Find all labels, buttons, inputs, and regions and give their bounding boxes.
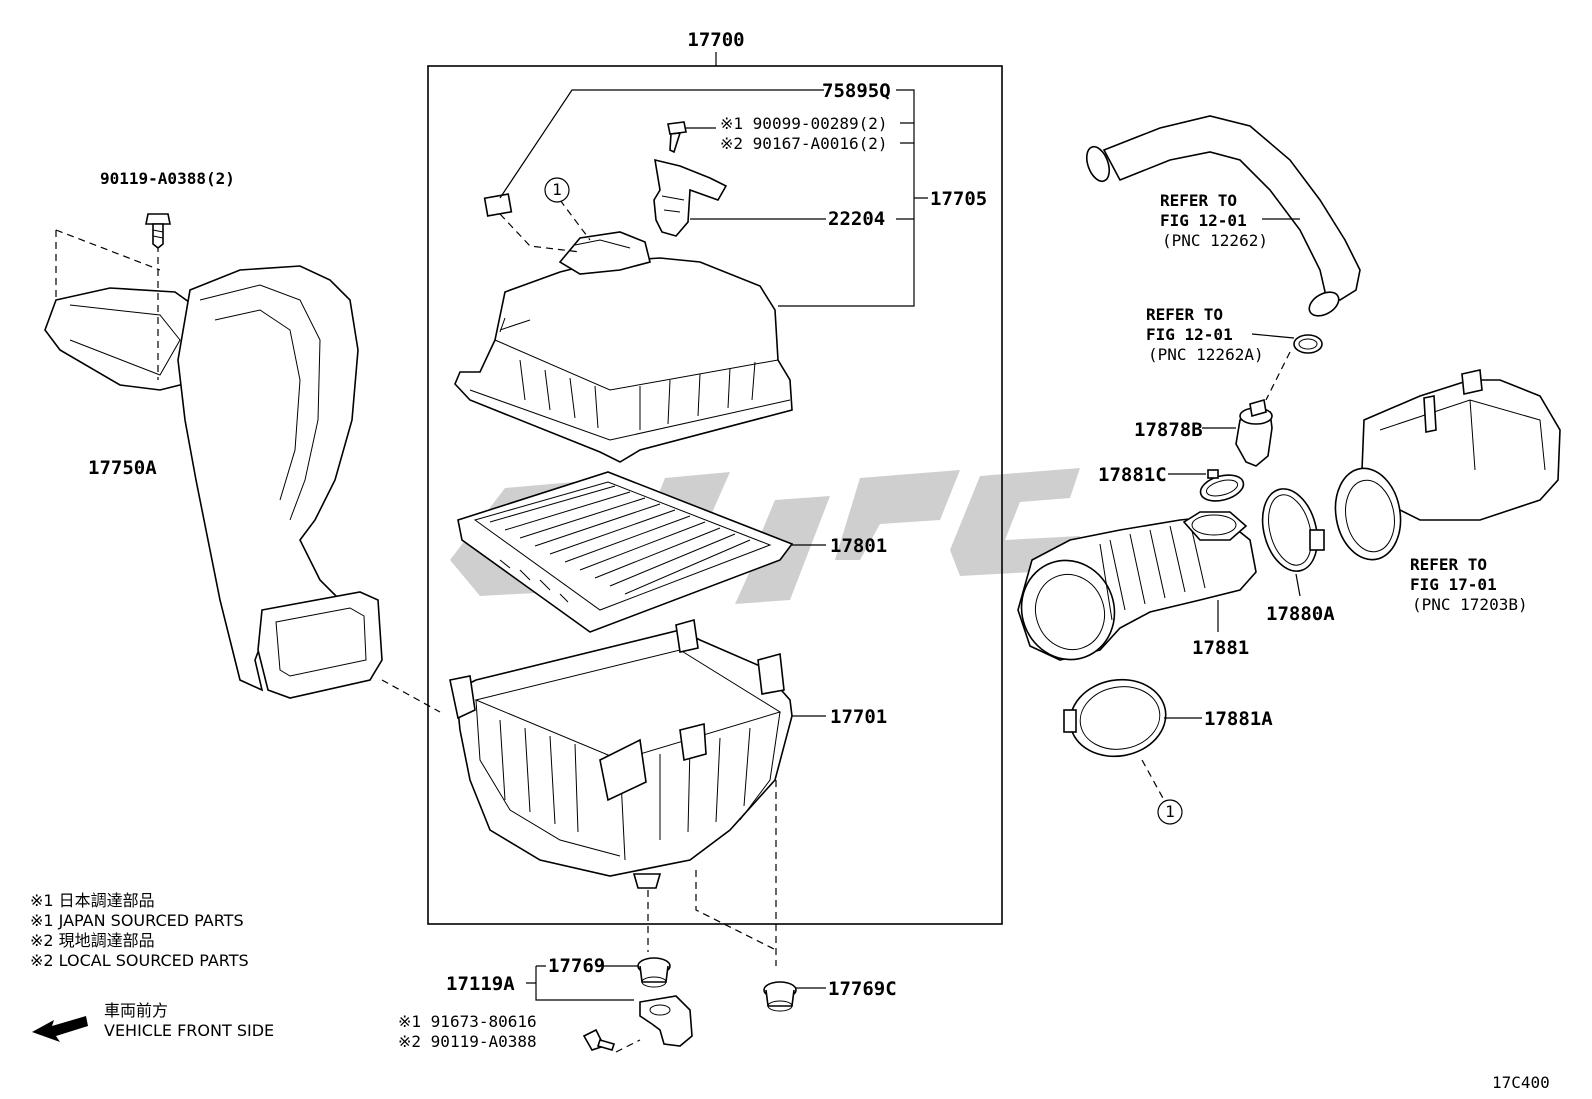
- assembly-box: [427, 65, 1003, 925]
- inlet-duct-17750a: [44, 265, 383, 699]
- leader-ref-12262a: [1251, 333, 1295, 339]
- dash-bolt-bracket: [615, 1039, 641, 1053]
- label-17705: 17705: [930, 188, 987, 210]
- label-bolt-bottom-2: ※2 90119-A0388: [398, 1032, 537, 1051]
- drain-valve-17769: [637, 957, 671, 988]
- label-ref3-l1: REFER TO: [1410, 555, 1487, 574]
- cap-label-sticker: [483, 193, 513, 217]
- label-ref2-l3: (PNC 12262A): [1148, 345, 1264, 364]
- dash-label-cap: [499, 213, 581, 253]
- diagram-code: 17C400: [1492, 1073, 1550, 1092]
- bolt-bottom: [582, 1028, 616, 1051]
- drain-valve-17769c: [763, 981, 797, 1012]
- dash-circle1-cap: [559, 199, 591, 241]
- front-arrow-icon: [32, 1016, 88, 1042]
- label-17881c: 17881C: [1098, 464, 1167, 486]
- dash-clamp-circle: [1141, 759, 1165, 801]
- label-17880a: 17880A: [1266, 603, 1335, 625]
- dash-duct-to-case: [381, 679, 441, 713]
- circle-ref-top-text: 1: [552, 180, 562, 199]
- bolt-90119-left: [145, 213, 171, 250]
- throttle-body-17203b: [1334, 369, 1561, 561]
- label-17881a: 17881A: [1204, 708, 1273, 730]
- label-ref3-l3: (PNC 17203B): [1412, 595, 1528, 614]
- label-17750a: 17750A: [88, 457, 157, 479]
- leader-75895q: [499, 89, 824, 199]
- direction-en: VEHICLE FRONT SIDE: [104, 1021, 274, 1040]
- bracket-17705: [778, 89, 928, 307]
- filter-element-17801: [457, 471, 794, 633]
- label-ref2-l1: REFER TO: [1146, 305, 1223, 324]
- circle-ref-top: 1: [544, 177, 570, 203]
- bracket-17119a: [526, 965, 638, 1001]
- grommet-17878b: [1235, 398, 1273, 467]
- label-75895q: 75895Q: [822, 80, 891, 102]
- vent-hose-12262: [1085, 115, 1361, 317]
- direction-jp: 車両前方: [104, 1001, 168, 1020]
- label-17700: 17700: [687, 29, 744, 51]
- legend-line-2: ※1 JAPAN SOURCED PARTS: [30, 911, 244, 930]
- circle-ref-bottom-text: 1: [1165, 802, 1175, 821]
- legend-line-3: ※2 現地調達部品: [30, 931, 155, 950]
- label-screw-2: ※2 90167-A0016(2): [720, 134, 888, 153]
- drain-bracket: [639, 995, 693, 1047]
- dash-clamp-grommet: [1265, 351, 1291, 401]
- clamp-17881a: [1063, 678, 1167, 758]
- legend-line-4: ※2 LOCAL SOURCED PARTS: [30, 951, 249, 970]
- label-17801: 17801: [830, 535, 887, 557]
- label-ref2-l2: FIG 12-01: [1146, 325, 1233, 344]
- label-ref1-l3: (PNC 12262): [1162, 231, 1268, 250]
- label-ref1-l1: REFER TO: [1160, 191, 1237, 210]
- label-bolt-bottom-1: ※1 91673-80616: [398, 1012, 537, 1031]
- circle-ref-bottom: 1: [1157, 799, 1183, 825]
- screw-90099: [667, 121, 687, 154]
- label-17881: 17881: [1192, 637, 1249, 659]
- intake-hose-17881: [1017, 511, 1257, 661]
- dash-drain-c: [695, 780, 777, 966]
- label-17701: 17701: [830, 706, 887, 728]
- dash-duct-top: [55, 229, 161, 300]
- clamp-17881c: [1199, 469, 1245, 502]
- clamp-17880a: [1261, 488, 1325, 572]
- label-ref1-l2: FIG 12-01: [1160, 211, 1247, 230]
- legend-line-1: ※1 日本調達部品: [30, 891, 155, 910]
- label-17878b: 17878B: [1134, 419, 1203, 441]
- label-ref3-l2: FIG 17-01: [1410, 575, 1497, 594]
- label-22204: 22204: [828, 208, 885, 230]
- label-17769c: 17769C: [828, 978, 897, 1000]
- small-clamp-12262a: [1293, 334, 1323, 354]
- leader-17880a: [1295, 573, 1301, 597]
- cleaner-case-17701: [449, 618, 793, 889]
- label-screw-1: ※1 90099-00289(2): [720, 114, 888, 133]
- label-17119a: 17119A: [446, 973, 515, 995]
- mass-airflow-sensor-22204: [653, 158, 728, 237]
- label-90119-left: 90119-A0388(2): [100, 169, 235, 188]
- label-17769: 17769: [548, 955, 605, 977]
- cleaner-cap-17705: [454, 231, 793, 463]
